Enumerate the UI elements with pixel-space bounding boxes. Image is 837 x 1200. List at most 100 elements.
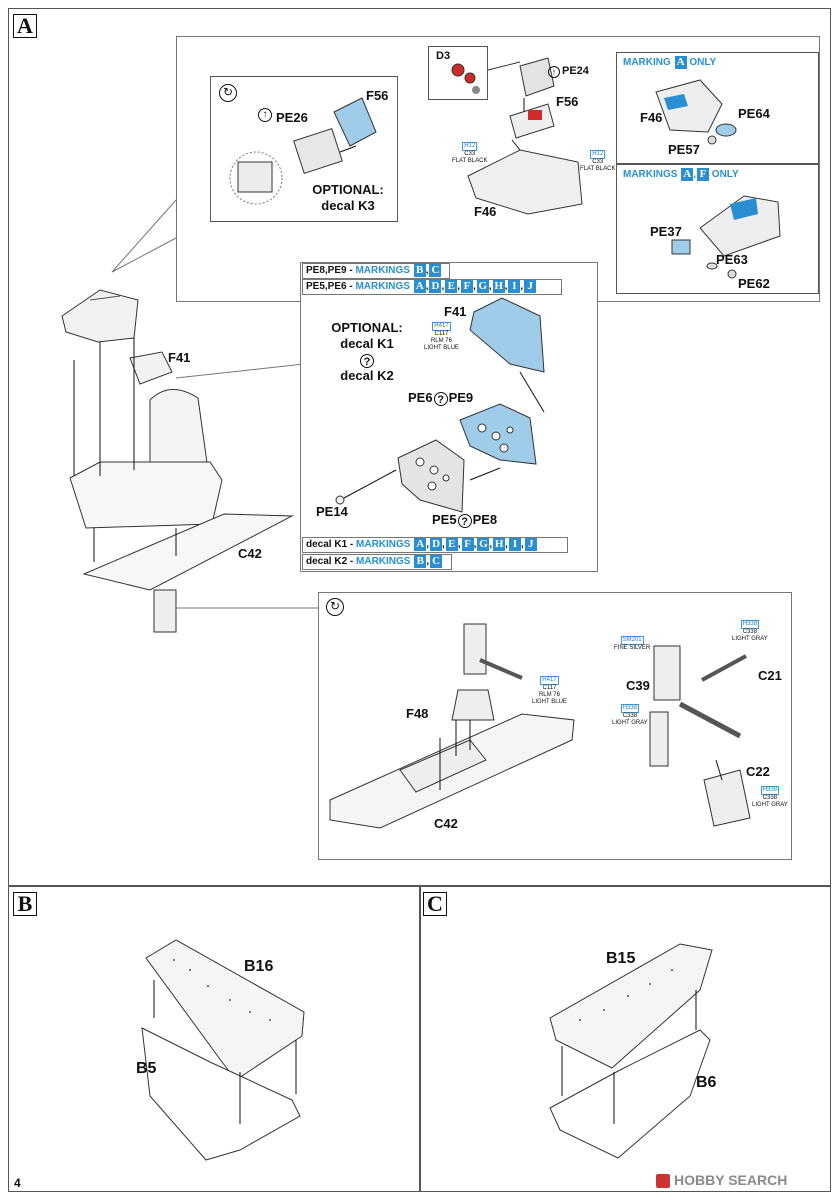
bend-icon-pe24: ↑ — [548, 66, 560, 78]
bend-icon: ↑ — [258, 108, 272, 122]
marking-a-suffix: ONLY — [689, 57, 717, 68]
marking-af-box-2: F — [697, 168, 710, 181]
row3-box: E — [445, 538, 458, 551]
row3-parts: decal K1 - — [306, 539, 357, 550]
row2-box: A — [413, 280, 426, 293]
marking-af-prefix: MARKINGS — [623, 169, 678, 180]
optional-k3-line2: decal K3 — [321, 198, 375, 213]
row3-box: F — [461, 538, 474, 551]
section-b-label: B — [13, 892, 37, 916]
paint-h12-b-name: FLAT BLACK — [580, 166, 616, 172]
markings-row-pe5-pe6: PE5,PE6 - MARKINGS A,D,E,F,G,H,I,J — [302, 279, 562, 295]
optional-k3-note: OPTIONAL: decal K3 — [300, 182, 396, 214]
question-icon-3: ? — [457, 513, 472, 528]
row2-box: E — [445, 280, 458, 293]
marking-a-box: A — [674, 56, 687, 69]
label-f46: F46 — [474, 204, 497, 219]
label-c39: C39 — [626, 678, 650, 693]
label-b16: B16 — [244, 958, 274, 975]
row4-markings: MARKINGS — [356, 556, 411, 567]
row1-markings: MARKINGS — [355, 265, 410, 276]
paint-h12-b: H12 C33 FLAT BLACK — [580, 150, 615, 173]
paint-h417-panel: H417 C117 RLM 76 LIGHT BLUE — [424, 322, 459, 352]
paint-h417-panel-name2: LIGHT BLUE — [424, 345, 459, 351]
optional-k1-line2: decal K1 — [340, 336, 394, 351]
row1-box-b: B — [413, 264, 426, 277]
row1-box-c: C — [429, 264, 442, 277]
paint-h338-b: H338 C338 LIGHT GRAY — [612, 704, 648, 727]
row3-box: I — [508, 538, 521, 551]
paint-h417-lower-name1: RLM 76 — [538, 692, 560, 698]
label-pe24: PE24 — [562, 65, 589, 77]
paint-h417-panel-name1: RLM 76 — [430, 338, 452, 344]
paint-h338-c: H338 C338 LIGHT GRAY — [752, 786, 788, 809]
row3-box: G — [477, 538, 490, 551]
row4-box-b: B — [414, 555, 427, 568]
label-pe57: PE57 — [668, 142, 700, 157]
row2-box: J — [524, 280, 537, 293]
section-c-label: C — [423, 892, 447, 916]
label-pe14: PE14 — [316, 504, 348, 519]
label-pe5: PE5 — [432, 512, 457, 527]
label-pe6: PE6 — [408, 390, 433, 405]
optional-k1-line1: OPTIONAL: — [331, 320, 403, 335]
label-b5: B5 — [136, 1060, 157, 1077]
paint-h338-c-c: C338 — [762, 795, 778, 801]
rotate-icon: ↻ — [219, 84, 237, 102]
marking-a-prefix: MARKING — [623, 57, 671, 68]
paint-h338-c-name: LIGHT GRAY — [752, 802, 788, 808]
pe5-pe8-label: PE5?PE8 — [432, 512, 497, 528]
paint-h338-a-name: LIGHT GRAY — [732, 636, 768, 642]
markings-row-pe8-pe9: PE8,PE9 - MARKINGS B,C — [302, 263, 450, 279]
paint-h12-a-c: C33 — [464, 151, 476, 157]
rotate-icon-2: ↻ — [326, 598, 344, 616]
label-pe8: PE8 — [472, 512, 498, 527]
section-a-label: A — [13, 14, 37, 38]
paint-h338-b-c: C338 — [622, 713, 638, 719]
row2-box: G — [476, 280, 489, 293]
row2-parts: PE5,PE6 - — [306, 281, 356, 292]
hobby-search-watermark: HOBBY SEARCH — [656, 1172, 788, 1189]
label-pe37: PE37 — [650, 224, 682, 239]
label-f48: F48 — [406, 706, 429, 721]
pe6-pe9-label: PE6?PE9 — [408, 390, 473, 406]
paint-h12-a: H12 C33 FLAT BLACK — [452, 142, 487, 165]
label-f56-left: F56 — [366, 88, 389, 103]
label-f41-main: F41 — [168, 350, 191, 365]
paint-h417-lower: H417 C117 RLM 76 LIGHT BLUE — [532, 676, 567, 706]
row1-parts: PE8,PE9 - — [306, 265, 356, 276]
row4-parts: decal K2 - — [306, 556, 357, 567]
row4-box-c: C — [430, 555, 443, 568]
marking-af-only-banner: MARKINGS A,F ONLY — [620, 168, 750, 184]
question-icon-2: ? — [433, 391, 448, 406]
row3-box: H — [493, 538, 506, 551]
paint-h338-b-name: LIGHT GRAY — [612, 720, 648, 726]
paint-h417-lower-name2: LIGHT BLUE — [532, 699, 567, 705]
label-c42-lower: C42 — [434, 816, 458, 831]
paint-sm201-name: FINE SILVER — [614, 645, 651, 651]
label-pe63: PE63 — [716, 252, 748, 267]
label-b6: B6 — [696, 1074, 717, 1091]
label-c21: C21 — [758, 668, 782, 683]
paint-h338-a-c: C338 — [742, 629, 758, 635]
optional-k3-line1: OPTIONAL: — [312, 182, 384, 197]
question-icon: ? — [360, 353, 374, 368]
marking-af-box-1: A — [681, 168, 694, 181]
optional-k1-k2-note: OPTIONAL: decal K1 ? decal K2 — [320, 320, 414, 384]
watermark-brand: HOBBY SEARCH — [674, 1172, 788, 1188]
label-pe9: PE9 — [448, 390, 474, 405]
paint-h417-panel-c: C117 — [434, 331, 449, 337]
watermark-logo-icon — [656, 1174, 670, 1189]
label-f41-panel: F41 — [444, 304, 467, 319]
label-f46-right: F46 — [640, 110, 663, 125]
row3-box: D — [430, 538, 443, 551]
row2-box: F — [461, 280, 474, 293]
